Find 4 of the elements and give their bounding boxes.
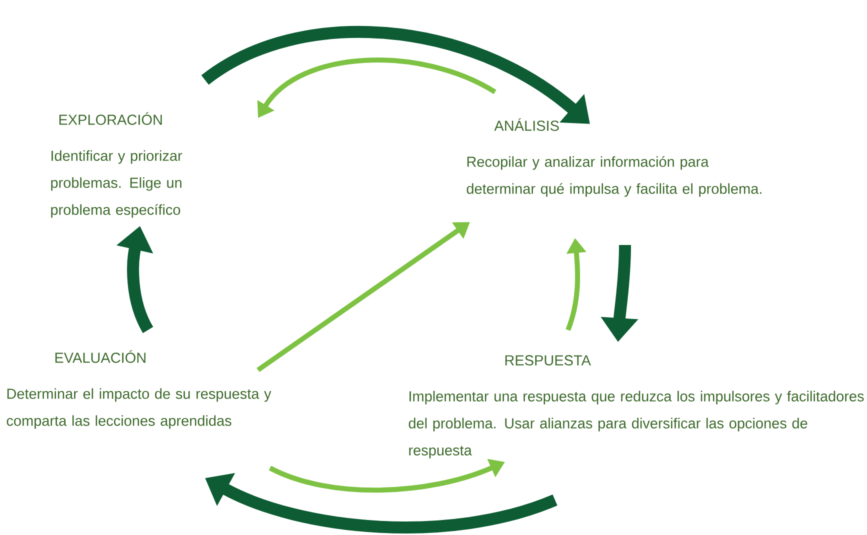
stage-text: EVALUACIÓN Determinar el impacto de su respuesta y comparta las lecciones aprendidas [6, 350, 272, 429]
stage-text: ANÁLISIS Recopilar y analizar información para determinar qué impulsa y facilita el problema. [466, 118, 762, 197]
stage-text: EXPLORACIÓN Identificar y priorizar problemas. Elige un problema específico [51, 112, 182, 218]
stage-text: RESPUESTA Implementar una respuesta que reduzca los impulsores y facilitadores del problema. Usar alianzas para diversificar las opciones de respuesta [408, 355, 864, 458]
